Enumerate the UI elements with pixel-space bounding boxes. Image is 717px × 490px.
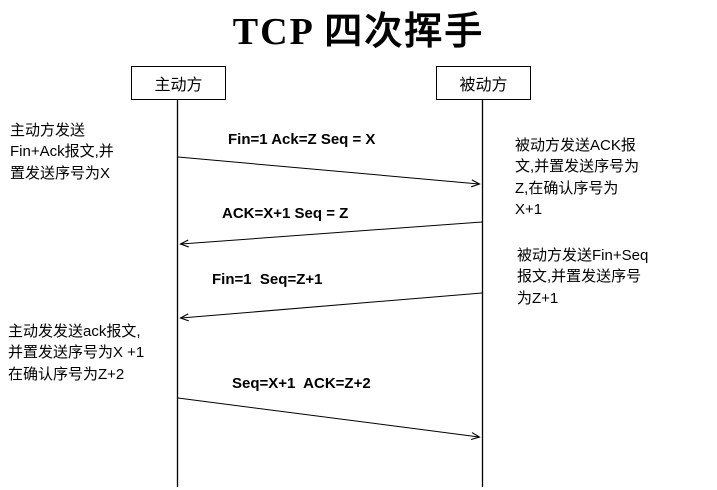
annotation-passive-send-ack: 被动方发送ACK报 文,并置发送序号为 Z,在确认序号为 X+1 xyxy=(515,137,640,218)
message-label-ack: ACK=X+1 Seq = Z xyxy=(222,205,349,222)
message-arrow-2 xyxy=(181,221,483,244)
actor-box-passive: 被动方 xyxy=(436,66,531,100)
message-arrow-4 xyxy=(177,397,479,437)
message-label-last-ack: Seq=X+1 ACK=Z+2 xyxy=(232,375,371,392)
annotation-active-send-fin: 主动方发送 Fin+Ack报文,并 置发送序号为X xyxy=(10,122,114,182)
annotation-passive-send-fin: 被动方发送Fin+Seq 报文,并置发送序号 为Z+1 xyxy=(517,247,649,307)
diagram-title: TCP 四次挥手 xyxy=(232,11,485,53)
actor-box-active: 主动方 xyxy=(131,66,226,100)
message-label-fin-ack: Fin=1 Ack=Z Seq = X xyxy=(228,131,376,148)
message-arrow-3 xyxy=(181,292,483,318)
actor-label-passive: 被动方 xyxy=(459,77,508,94)
message-label-fin: Fin=1 Seq=Z+1 xyxy=(212,271,323,288)
annotation-active-send-ack: 主动发发送ack报文, 并置发送序号为X +1 在确认序号为Z+2 xyxy=(8,323,145,383)
message-arrow-1 xyxy=(177,156,479,184)
actor-label-active: 主动方 xyxy=(154,77,203,94)
